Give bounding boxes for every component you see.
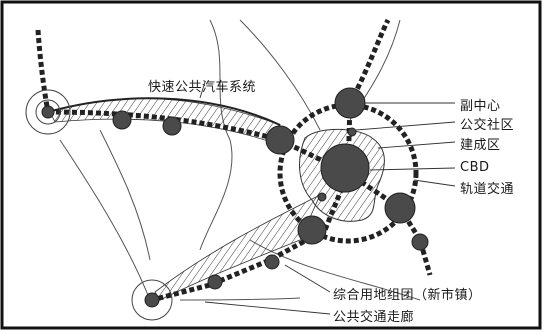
node-east-hub xyxy=(384,192,416,224)
node-west-terminal xyxy=(41,105,55,119)
label-corridor: 公共交通走廊 xyxy=(333,310,415,325)
node-west-hub xyxy=(265,125,295,155)
node-south-hub xyxy=(297,215,327,245)
label-sub-center: 副中心 xyxy=(460,99,501,114)
bus-route-line xyxy=(47,97,281,126)
transit-nodes xyxy=(41,87,429,308)
node-north-2 xyxy=(162,116,182,136)
label-community: 公交社区 xyxy=(460,118,515,133)
rail-ring xyxy=(277,102,419,244)
node-east-south xyxy=(411,233,429,251)
leader-lines xyxy=(199,81,456,315)
label-bus-system: 快速公共汽车系统 xyxy=(148,80,257,95)
node-cbd xyxy=(320,143,370,193)
node-sub-center xyxy=(334,87,366,119)
station-ring-southwest xyxy=(131,279,173,321)
label-built-area: 建成区 xyxy=(460,138,501,153)
node-south-2 xyxy=(207,274,223,290)
node-south-terminal xyxy=(144,292,160,308)
label-rail-transit: 轨道交通 xyxy=(460,182,515,197)
label-mixed-use: 综合用地组团（新市镇） xyxy=(333,288,482,303)
node-community xyxy=(347,127,357,137)
station-ring-west xyxy=(25,89,71,135)
node-north-1 xyxy=(112,110,132,130)
label-cbd: CBD xyxy=(460,160,490,175)
node-south-1 xyxy=(264,254,280,270)
node-inner-1 xyxy=(317,192,327,202)
